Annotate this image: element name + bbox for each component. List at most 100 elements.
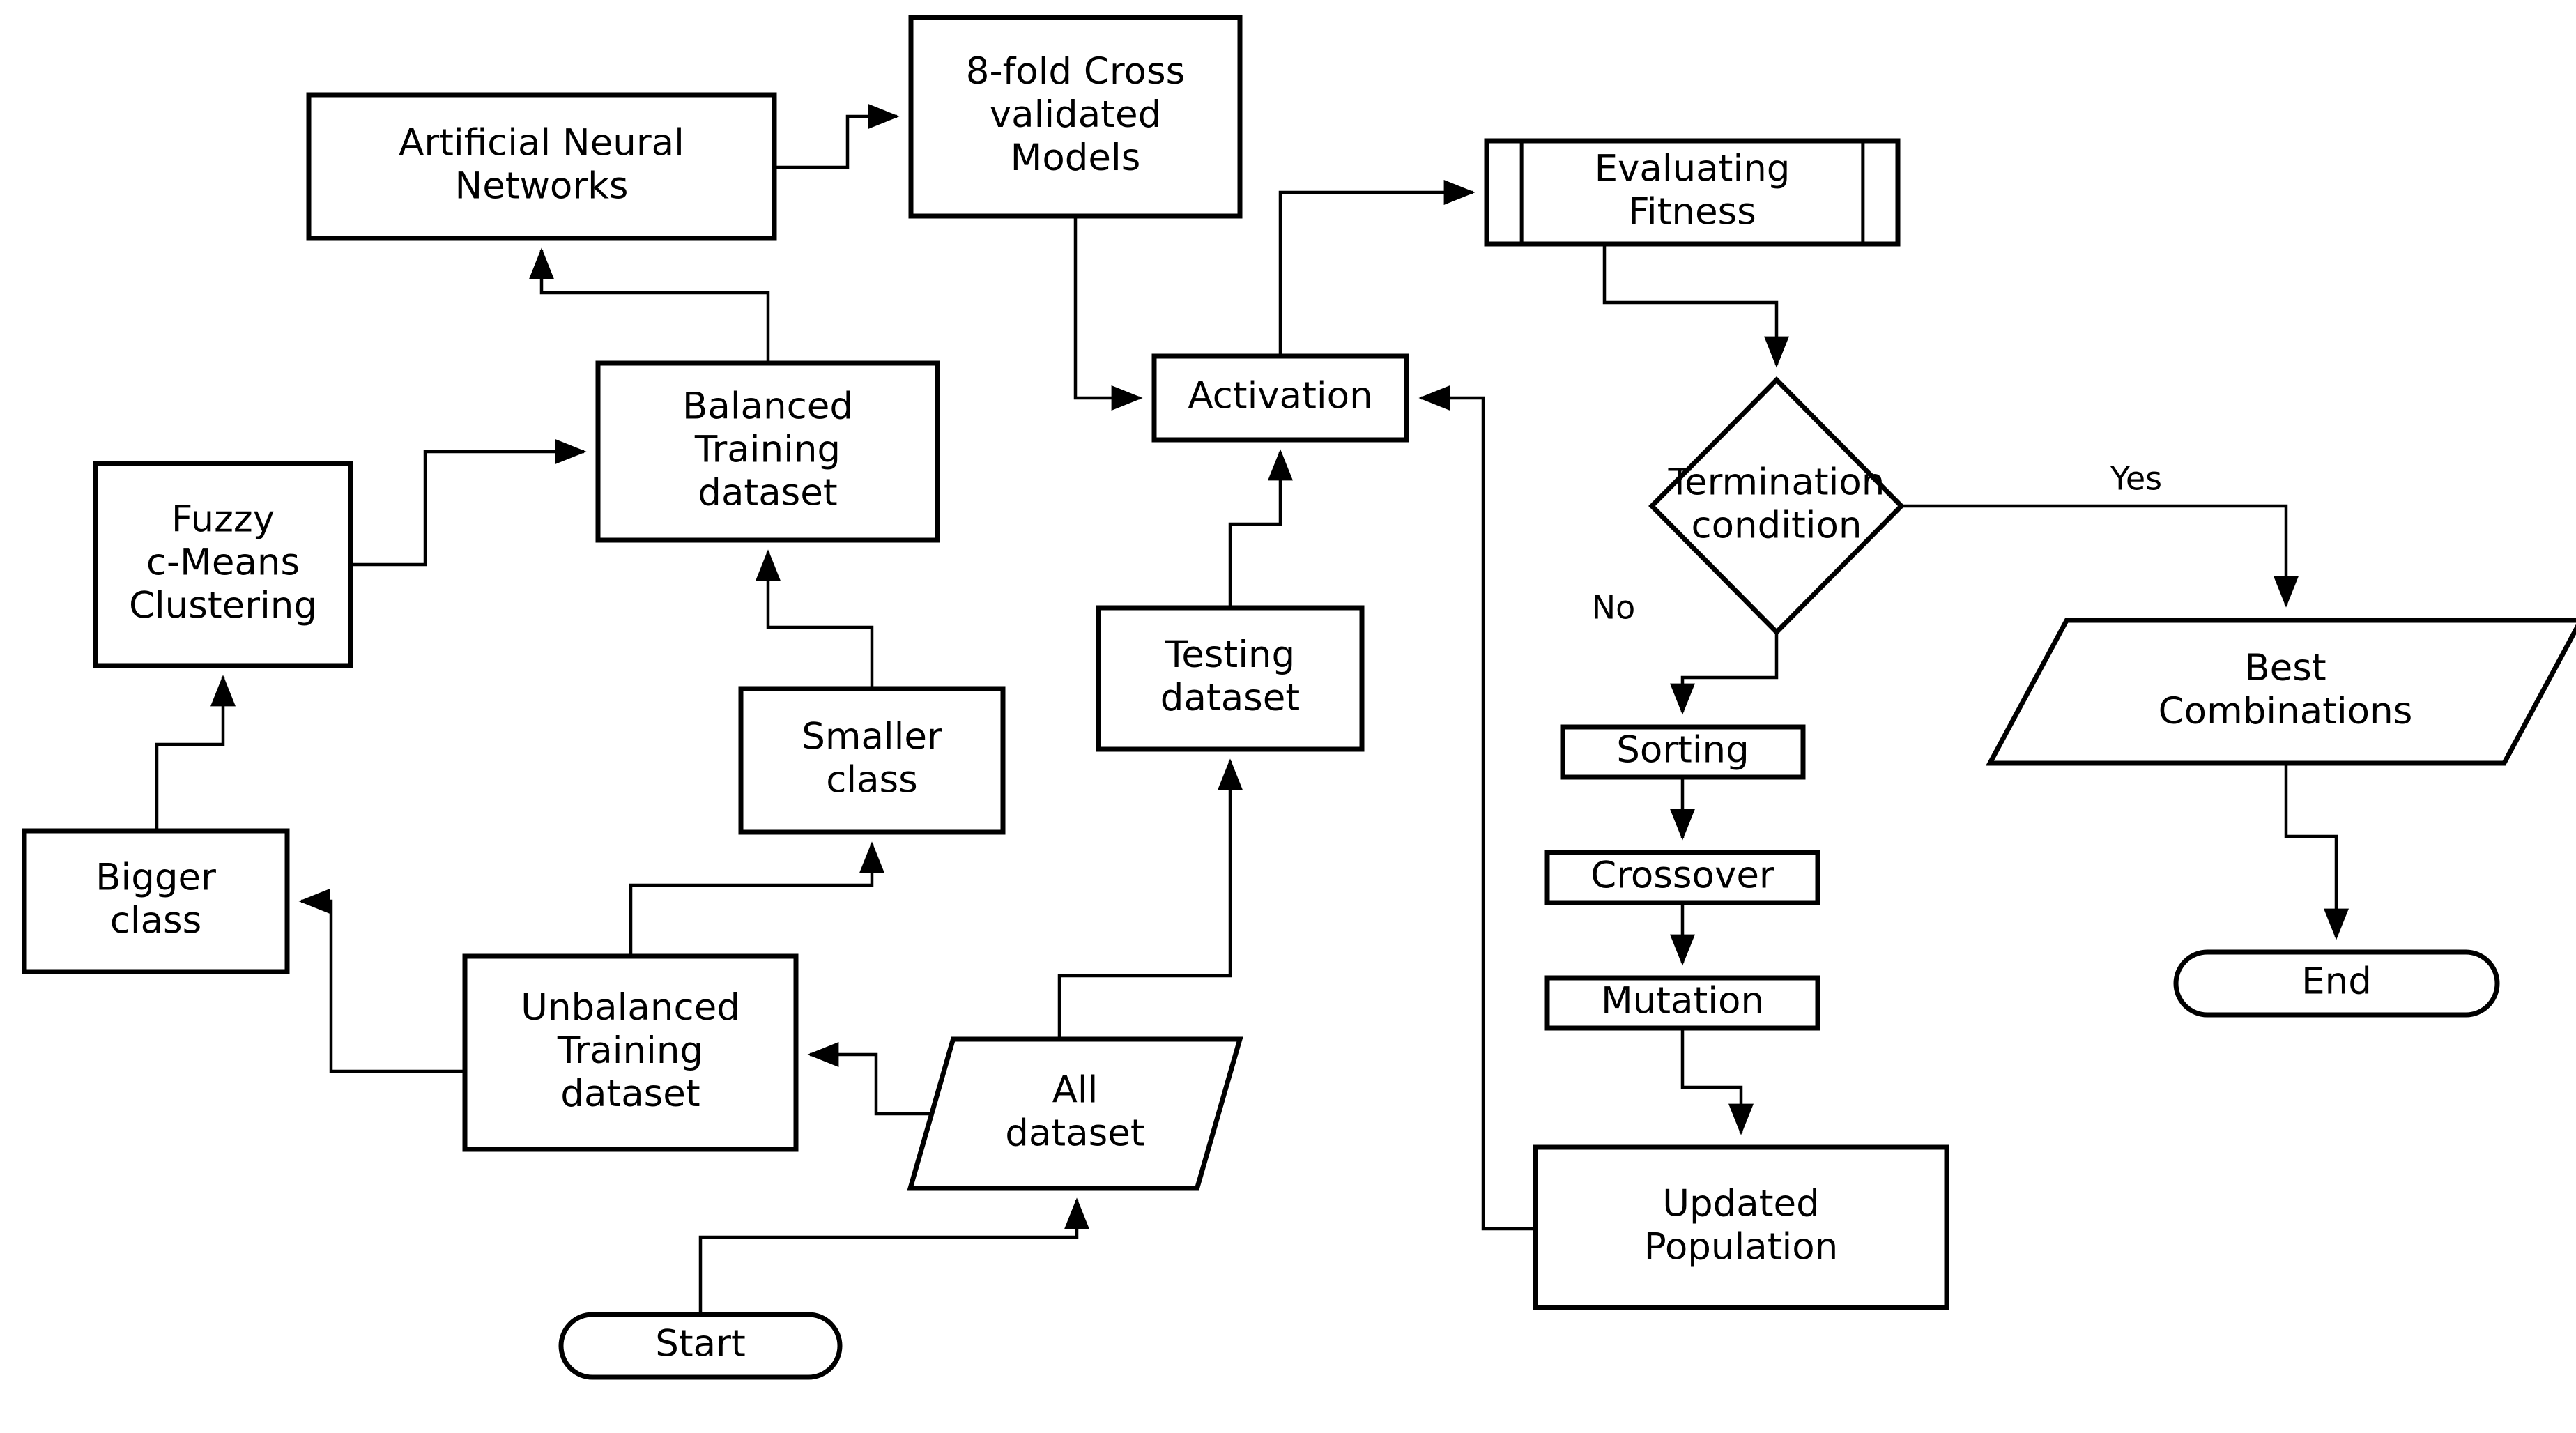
node-label-line: dataset — [698, 472, 837, 514]
connector-line — [1073, 216, 1143, 411]
connector-line — [1670, 632, 1779, 715]
connector-line — [1418, 385, 1535, 1231]
shape-rect[interactable] — [738, 686, 1006, 835]
connector-termination-yes-to-best — [1901, 504, 2299, 608]
node-label-line: All — [1052, 1069, 1098, 1112]
shape-parallelogram[interactable] — [907, 1036, 1243, 1191]
connector-all-dataset-to-testing — [1057, 758, 1243, 1039]
shape-rect[interactable] — [1533, 1144, 1949, 1310]
shape-rect[interactable] — [306, 92, 777, 241]
connector-smaller-to-balanced — [756, 549, 874, 689]
connector-bigger-to-fuzzy — [155, 675, 236, 831]
connector-line — [756, 549, 874, 689]
node-label-line: Balanced — [682, 385, 853, 428]
connector-line — [1602, 244, 1789, 368]
shape-rect[interactable] — [595, 360, 940, 543]
connector-mutation-to-updated — [1680, 1028, 1754, 1135]
node-label-line: Activation — [1188, 375, 1372, 417]
node-label-line: Mutation — [1601, 980, 1764, 1022]
node-end[interactable]: End — [2173, 949, 2500, 1018]
connector-line — [774, 104, 900, 169]
shape-rect[interactable] — [1544, 975, 1820, 1031]
node-label-line: dataset — [560, 1073, 700, 1115]
connector-balanced-to-ann — [529, 247, 770, 363]
connector-fitness-to-termination — [1602, 244, 1789, 368]
node-label-line: dataset — [1160, 677, 1300, 719]
shape-rect[interactable] — [1560, 724, 1806, 780]
node-label-line: Crossover — [1590, 855, 1774, 897]
shape-stadium[interactable] — [558, 1312, 843, 1380]
connector-unbalanced-to-smaller — [629, 841, 884, 956]
node-label-line: dataset — [1005, 1112, 1144, 1155]
connector-updated-to-activation — [1418, 385, 1535, 1231]
node-sorting[interactable]: Sorting — [1560, 724, 1806, 780]
node-label-line: 8-fold Cross — [966, 50, 1185, 93]
node-label-line: class — [826, 759, 918, 802]
connector-line — [351, 439, 587, 567]
node-label-line: Fuzzy — [171, 498, 275, 541]
connector-start-to-all-dataset — [698, 1197, 1089, 1315]
node-label-line: Fitness — [1628, 191, 1756, 233]
node-label-line: Clustering — [129, 585, 317, 627]
shape-rect[interactable] — [1096, 605, 1365, 752]
node-activation[interactable]: Activation — [1151, 353, 1409, 443]
shape-rect[interactable] — [22, 828, 290, 974]
shape-parallelogram[interactable] — [1986, 618, 2576, 766]
connector-layer — [155, 104, 2349, 1315]
node-label-line: Unbalanced — [521, 986, 740, 1029]
connector-line — [629, 841, 884, 956]
node-label-line: c-Means — [146, 542, 300, 584]
connector-line — [155, 675, 236, 831]
node-label-line: Combinations — [2159, 690, 2413, 733]
node-crossover[interactable]: Crossover — [1544, 850, 1820, 905]
node-label-line: condition — [1691, 505, 1862, 547]
shape-rect[interactable] — [908, 15, 1243, 219]
node-mutation[interactable]: Mutation — [1544, 975, 1820, 1031]
node-start[interactable]: Start — [558, 1312, 843, 1380]
node-label-line: Start — [655, 1323, 745, 1365]
connector-line — [1680, 1028, 1754, 1135]
node-label-line: Best — [2244, 647, 2326, 689]
connector-line — [1901, 504, 2299, 608]
shape-rect[interactable] — [1544, 850, 1820, 905]
node-label-line: Sorting — [1616, 729, 1749, 772]
connector-termination-no-to-sorting — [1670, 632, 1779, 715]
node-label-line: End — [2301, 960, 2372, 1003]
shape-diamond[interactable] — [1648, 376, 1905, 636]
node-label-line: Smaller — [802, 716, 942, 758]
node-label-line: Artificial Neural — [399, 122, 684, 164]
connector-models-to-activation — [1073, 216, 1143, 411]
shape-stadium[interactable] — [2173, 949, 2500, 1018]
shape-rect[interactable] — [1151, 353, 1409, 443]
node-label-line: Updated — [1662, 1183, 1820, 1225]
connector-ann-to-models — [774, 104, 900, 169]
shape-rect[interactable] — [1484, 138, 1901, 247]
edge-label-no-label: No — [1592, 589, 1636, 627]
node-label-line: Training — [694, 429, 841, 471]
shape-rect[interactable] — [462, 953, 799, 1152]
node-label-line: validated — [990, 93, 1161, 136]
connector-line — [1228, 449, 1293, 608]
shape-rect[interactable] — [93, 461, 353, 668]
node-label-line: Evaluating — [1595, 148, 1791, 190]
edge-label-yes-label: Yes — [2110, 460, 2162, 498]
node-label-line: Models — [1011, 137, 1141, 179]
connector-testing-to-activation — [1228, 449, 1293, 608]
